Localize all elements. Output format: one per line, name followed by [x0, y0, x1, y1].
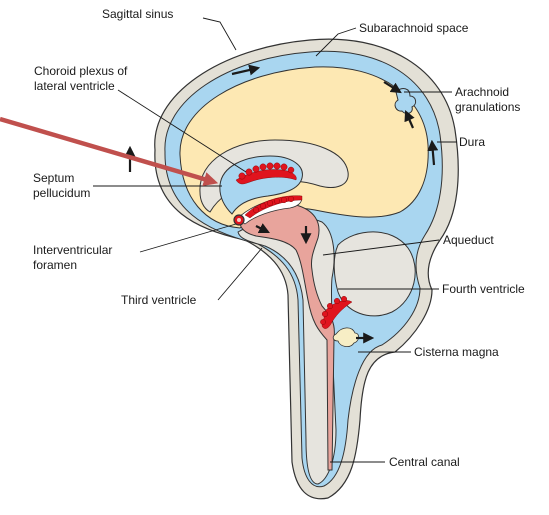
label-aqueduct: Aqueduct	[443, 233, 494, 248]
label-sagittal-sinus: Sagittal sinus	[102, 7, 173, 22]
label-subarachnoid-space: Subarachnoid space	[359, 21, 468, 36]
label-arachnoid-granulations: Arachnoid granulations	[455, 85, 520, 115]
label-dura: Dura	[459, 135, 485, 150]
label-septum-pellucidum: Septum pellucidum	[33, 171, 90, 201]
brainstem	[238, 217, 336, 484]
label-fourth-ventricle: Fourth ventricle	[442, 282, 525, 297]
label-choroid-plexus: Choroid plexus of lateral ventricle	[34, 64, 127, 94]
label-central-canal: Central canal	[389, 455, 460, 470]
label-interventricular-foramen: Interventricular foramen	[33, 243, 112, 273]
label-third-ventricle: Third ventricle	[121, 293, 196, 308]
label-cisterna-magna: Cisterna magna	[414, 345, 499, 360]
